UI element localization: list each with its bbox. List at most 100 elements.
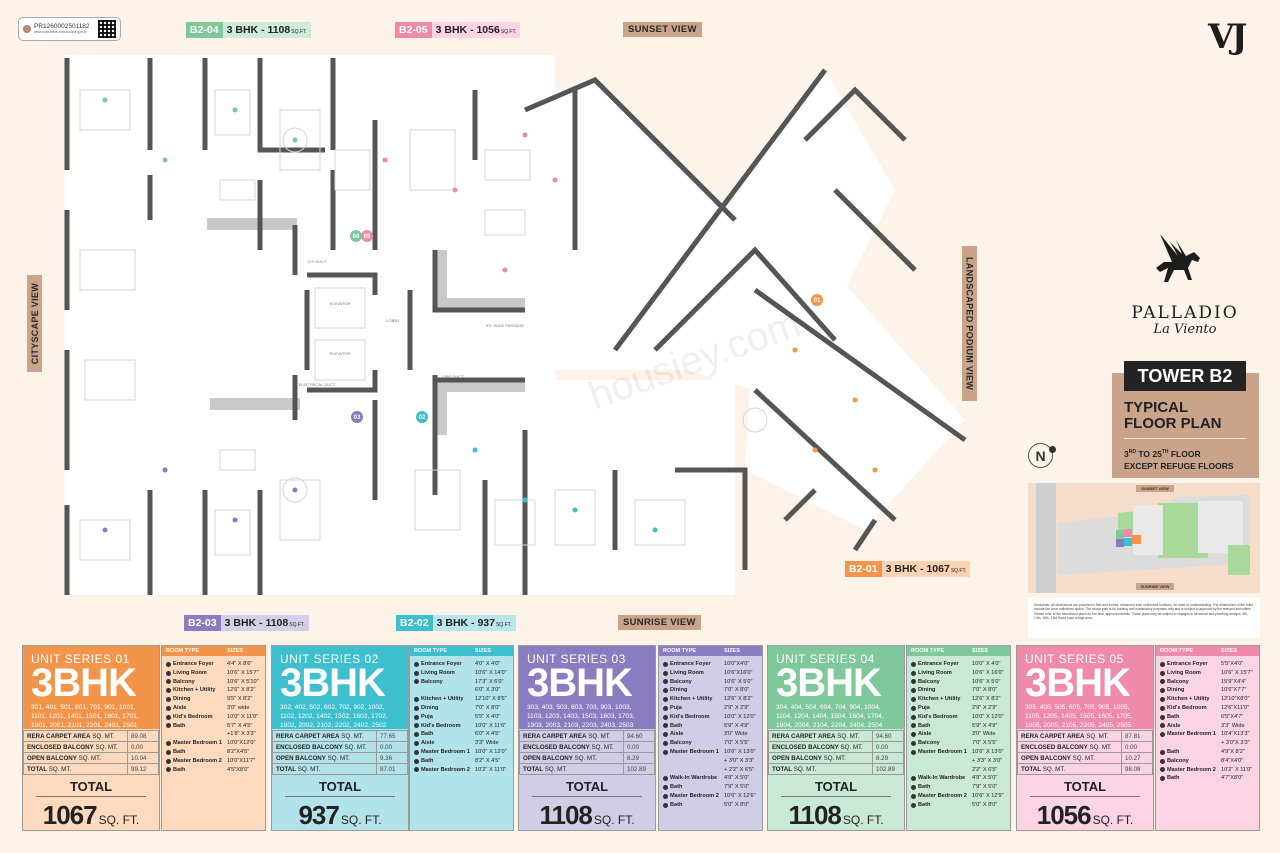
room-row: Kitchen + Utility 12'10" X 8'6" xyxy=(410,695,513,704)
room-number-icon xyxy=(911,785,916,791)
total-sqft: 1067 xyxy=(42,800,98,830)
room-number-icon xyxy=(1160,714,1165,720)
room-number-icon xyxy=(166,749,171,755)
room-number-icon xyxy=(1160,758,1165,764)
unit-numbers: 303, 403, 503, 603, 703, 903, 1003, 1103… xyxy=(527,704,635,729)
room-row: Master Bedroom 2 10'6" X 12'6" xyxy=(659,792,762,801)
rera-row: RERA CARPET AREA SQ. MT.89.08 xyxy=(23,730,159,742)
total-sqft: 1056 xyxy=(1036,800,1092,830)
maharera-seal-icon xyxy=(23,25,31,33)
divider xyxy=(1124,438,1246,439)
room-number-icon xyxy=(911,679,916,685)
room-row: Entrance Foyer 4'4" X 8'6" xyxy=(162,660,265,669)
series-title: UNIT SERIES 02 xyxy=(280,652,379,666)
series-title: UNIT SERIES 03 xyxy=(527,652,626,666)
room-row: Bath 8'2"X4'5" xyxy=(162,748,265,757)
unit-desc: 3 BHK - 1067SQ.FT. xyxy=(881,561,971,577)
room-number-icon xyxy=(911,723,916,729)
room-number-icon xyxy=(663,785,668,791)
room-row: 2'2" X 6'5" xyxy=(972,766,998,773)
total-sqmt-row: TOTAL SQ. MT.98.08 xyxy=(1017,763,1153,775)
series-title: UNIT SERIES 05 xyxy=(1025,652,1124,666)
room-row: + 3'0"X 3'3" xyxy=(1221,740,1250,747)
room-row: Kitchen + Utility 12'10"X8'0" xyxy=(1156,695,1259,704)
qr-code-icon[interactable] xyxy=(98,20,116,38)
enclosed-balcony-row: ENCLOSED BALCONY SQ. MT.0.00 xyxy=(272,741,408,753)
room-number-icon xyxy=(1160,776,1165,782)
room-number-icon xyxy=(911,670,916,676)
room-number-icon xyxy=(1160,670,1165,676)
room-number-icon xyxy=(414,767,419,773)
room-number-icon xyxy=(1160,732,1165,738)
room-row: Entrance Foyer 10'0" X 4'0" xyxy=(907,660,1010,669)
room-row: Bath 4'5"X8'0" xyxy=(162,766,265,775)
unit-series-card: UNIT SERIES 04 3BHK 304, 404, 504, 604, … xyxy=(767,645,905,831)
room-number-icon xyxy=(663,697,668,703)
room-number-icon xyxy=(663,661,668,667)
unit-numbers: 305, 405, 505, 605, 705, 905, 1005, 1105… xyxy=(1025,704,1133,729)
total-sqmt-row: TOTAL SQ. MT.99.12 xyxy=(23,763,159,775)
room-row: Aisle 3'3" Wide xyxy=(1156,722,1259,731)
room-row: Dining 7'0" X 8'0" xyxy=(907,686,1010,695)
room-row: Bath 8'2" X 4'5" xyxy=(410,757,513,766)
room-row: +1'8" X 3'3" xyxy=(227,731,256,738)
room-row: Bath 4'7"X8'0" xyxy=(1156,774,1259,783)
room-row: Bath 5'7" X 4'5" xyxy=(162,722,265,731)
room-number-icon xyxy=(1160,661,1165,667)
room-row: Puja 2'9" X 2'9" xyxy=(659,704,762,713)
svg-text:LOBBY: LOBBY xyxy=(386,318,400,323)
room-row: Kitchen + Utility 12'6" X 8'2" xyxy=(907,695,1010,704)
plan-title: TYPICAL FLOOR PLAN xyxy=(1124,399,1222,432)
room-row: Entrance Foyer 10'0"X4'0" xyxy=(659,660,762,669)
unit-code: B2-01 xyxy=(845,561,882,577)
floor-range: 3RD TO 25TH FLOOR EXCEPT REFUGE FLOORS xyxy=(1124,448,1234,471)
room-row: Living Room 10'6" X 15'7" xyxy=(162,669,265,678)
room-row: Master Bedroom 2 10'6" X 12'9" xyxy=(907,792,1010,801)
unit-code: B2-02 xyxy=(396,615,433,631)
cityscape-view-label: CITYSCAPE VIEW xyxy=(27,275,42,372)
room-row: Living Room 10'6" X 15'7" xyxy=(1156,669,1259,678)
unit-series-card: UNIT SERIES 01 3BHK 301, 401, 501, 601, … xyxy=(22,645,160,831)
room-row: Balcony 17'3" X 6'0" xyxy=(410,678,513,687)
room-number-icon xyxy=(911,749,916,755)
room-row: Balcony 10'6" X 5'0" xyxy=(907,678,1010,687)
bhk-type: 3BHK xyxy=(776,661,882,705)
vj-logo: VJ xyxy=(1208,17,1248,57)
room-number-icon xyxy=(1160,705,1165,711)
room-number-icon xyxy=(166,679,171,685)
disclaimer-text: Disclaimer: All dimensions are provided … xyxy=(1028,598,1260,638)
room-number-icon xyxy=(166,758,171,764)
room-row: Bath 6'5"X4'7" xyxy=(1156,713,1259,722)
room-row: Aisle 3'0" Wide xyxy=(659,730,762,739)
open-balcony-row: OPEN BALCONY SQ. MT.8.29 xyxy=(519,752,655,764)
room-number-icon xyxy=(166,741,171,747)
room-row: Aisle 3'3" Wide xyxy=(410,739,513,748)
svg-text:ELEVATOR: ELEVATOR xyxy=(330,301,351,306)
room-number-icon xyxy=(1160,767,1165,773)
total-sqft: 1108 xyxy=(539,800,592,830)
unit-tag-b2-03: B2-03 3 BHK - 1108SQ.FT. xyxy=(184,615,309,631)
room-number-icon xyxy=(166,661,171,667)
room-row: Balcony 8'4"X4'0" xyxy=(1156,757,1259,766)
room-row: Balcony 7'0" X 5'5" xyxy=(659,739,762,748)
floor-plan: ELEVATOR ELEVATOR LOBBY FIRE DUCT ELECTR… xyxy=(55,50,980,600)
room-row: Kitchen + Utility 12'6" X 8'2" xyxy=(659,695,762,704)
room-number-icon xyxy=(414,679,419,685)
room-number-icon xyxy=(911,793,916,799)
unit-tag-b2-04: B2-04 3 BHK - 1108SQ.FT. xyxy=(186,22,311,38)
landscaped-podium-view-label: LANDSCAPED PODIUM VIEW xyxy=(962,246,977,401)
room-row: Bath 5'9" X 4'9" xyxy=(907,722,1010,731)
room-row: Bath 5'9" X 4'9" xyxy=(659,722,762,731)
area-table: RERA CARPET AREA SQ. MT.77.65 ENCLOSED B… xyxy=(272,730,408,775)
room-row: Dining 7'0" X 8'0" xyxy=(410,704,513,713)
svg-text:ELEVATOR: ELEVATOR xyxy=(330,351,351,356)
room-number-icon xyxy=(663,732,668,738)
total-sqmt-row: TOTAL SQ. MT.102.89 xyxy=(519,763,655,775)
